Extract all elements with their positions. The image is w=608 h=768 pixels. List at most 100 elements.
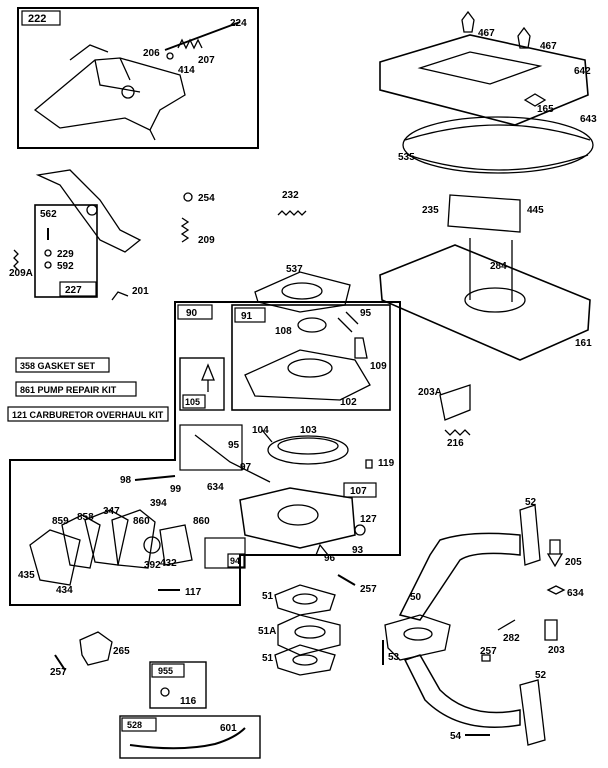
part-257-screw-a [337,574,356,586]
box-107-number: 107 [350,486,367,497]
part-209A-spring [13,249,19,271]
label-257b: 257 [50,667,67,678]
part-165-nut [523,93,547,107]
part-592-nut [44,261,52,269]
throttle-lever-box [179,424,243,471]
label-201: 201 [132,286,149,297]
label-445: 445 [527,205,544,216]
label-216: 216 [447,438,464,449]
label-51A: 51A [258,626,276,637]
kit-861-num: 861 [20,385,35,395]
base-port [464,287,526,313]
part-435-pump-cover [29,529,81,586]
box-91-number: 91 [241,311,253,322]
label-235: 235 [422,205,439,216]
label-207: 207 [198,55,215,66]
box-105-tag [182,394,206,409]
part-97-shaft [194,434,271,483]
part-127-plug [354,524,366,536]
bracket-hole [86,204,98,216]
box-222-group: 222 224 206 207 414 [17,7,259,149]
box-227-number: 227 [65,285,82,296]
carb-top-bore [287,358,333,378]
box-227-tag [59,281,97,297]
label-634a: 634 [207,482,224,493]
kit-861-box [15,381,137,397]
label-232: 232 [282,190,299,201]
label-209: 209 [198,235,215,246]
part-601-fuel-line [129,727,246,750]
label-99: 99 [170,484,182,495]
part-107-carb-body [239,487,356,549]
part-634-nut [546,585,566,595]
box-105-frame [179,357,225,411]
label-347: 347 [103,506,120,517]
box-222-number: 222 [28,13,46,25]
label-858: 858 [77,512,94,523]
label-860b: 860 [193,516,210,527]
box-227-group: 227 562 229 592 209A [9,169,142,298]
label-161: 161 [575,338,592,349]
air-cleaner-group: 467 467 642 643 165 535 445 235 284 161 [379,10,597,361]
part-203A-bracket [439,384,471,421]
label-165: 165 [537,104,554,115]
label-206: 206 [143,48,160,59]
label-224: 224 [230,18,247,29]
label-643: 643 [580,114,597,125]
box-105-number: 105 [185,397,200,407]
label-414: 414 [178,65,195,76]
linkage-plate [33,57,186,131]
part-103-float [267,435,349,465]
label-634b: 634 [567,588,584,599]
label-392: 392 [144,560,161,571]
box-107-tag [343,482,377,498]
label-117: 117 [185,587,202,598]
label-205: 205 [565,557,582,568]
box-227-frame [34,204,98,298]
part-109-valve [354,337,368,359]
kit-358-text: 358 GASKET SET [20,361,96,371]
part-347-plate [111,509,156,569]
float-inner [277,437,339,455]
filter-pleats [404,124,591,171]
label-265: 265 [113,646,130,657]
part-858-body [84,509,129,566]
box-955-number: 955 [158,666,173,676]
label-51a: 51 [262,591,274,602]
part-104-hinge [261,429,273,443]
label-97: 97 [240,462,252,473]
label-282: 282 [503,633,520,644]
part-52-gasket-top [519,504,541,566]
part-203-lever [544,619,558,641]
part-432-diaphragm [159,524,193,566]
box-528-number: 528 [127,720,142,730]
part-235-gasket [447,194,521,233]
label-592: 592 [57,261,74,272]
bottom-left-parts: 265 257 955 116 528 601 [50,631,261,759]
part-50-elbow [398,532,521,621]
part-467-knob-a [461,10,475,33]
label-104: 104 [252,425,269,436]
part-96-needle [315,543,330,556]
kit-121-num: 121 [12,410,27,420]
label-116: 116 [180,696,197,707]
label-103: 103 [300,425,317,436]
label-467a: 467 [478,28,495,39]
part-209-spring [180,217,190,243]
part-537-gasket [254,271,351,313]
kit-358-name: GASKET SET [38,361,96,371]
label-860a: 860 [133,516,150,527]
part-98-screw [134,475,176,481]
label-257c: 257 [480,646,497,657]
part-254-screw [183,192,193,202]
label-50: 50 [410,592,422,603]
label-109: 109 [370,361,387,372]
label-284: 284 [490,261,507,272]
part-161-base [379,244,591,361]
box-90-group: 90 91 95 108 109 102 105 107 104 103 [9,301,401,606]
kit-358-num: 358 [20,361,35,371]
label-209A: 209A [9,268,33,279]
part-643-filter [402,116,594,174]
label-229: 229 [57,249,74,260]
